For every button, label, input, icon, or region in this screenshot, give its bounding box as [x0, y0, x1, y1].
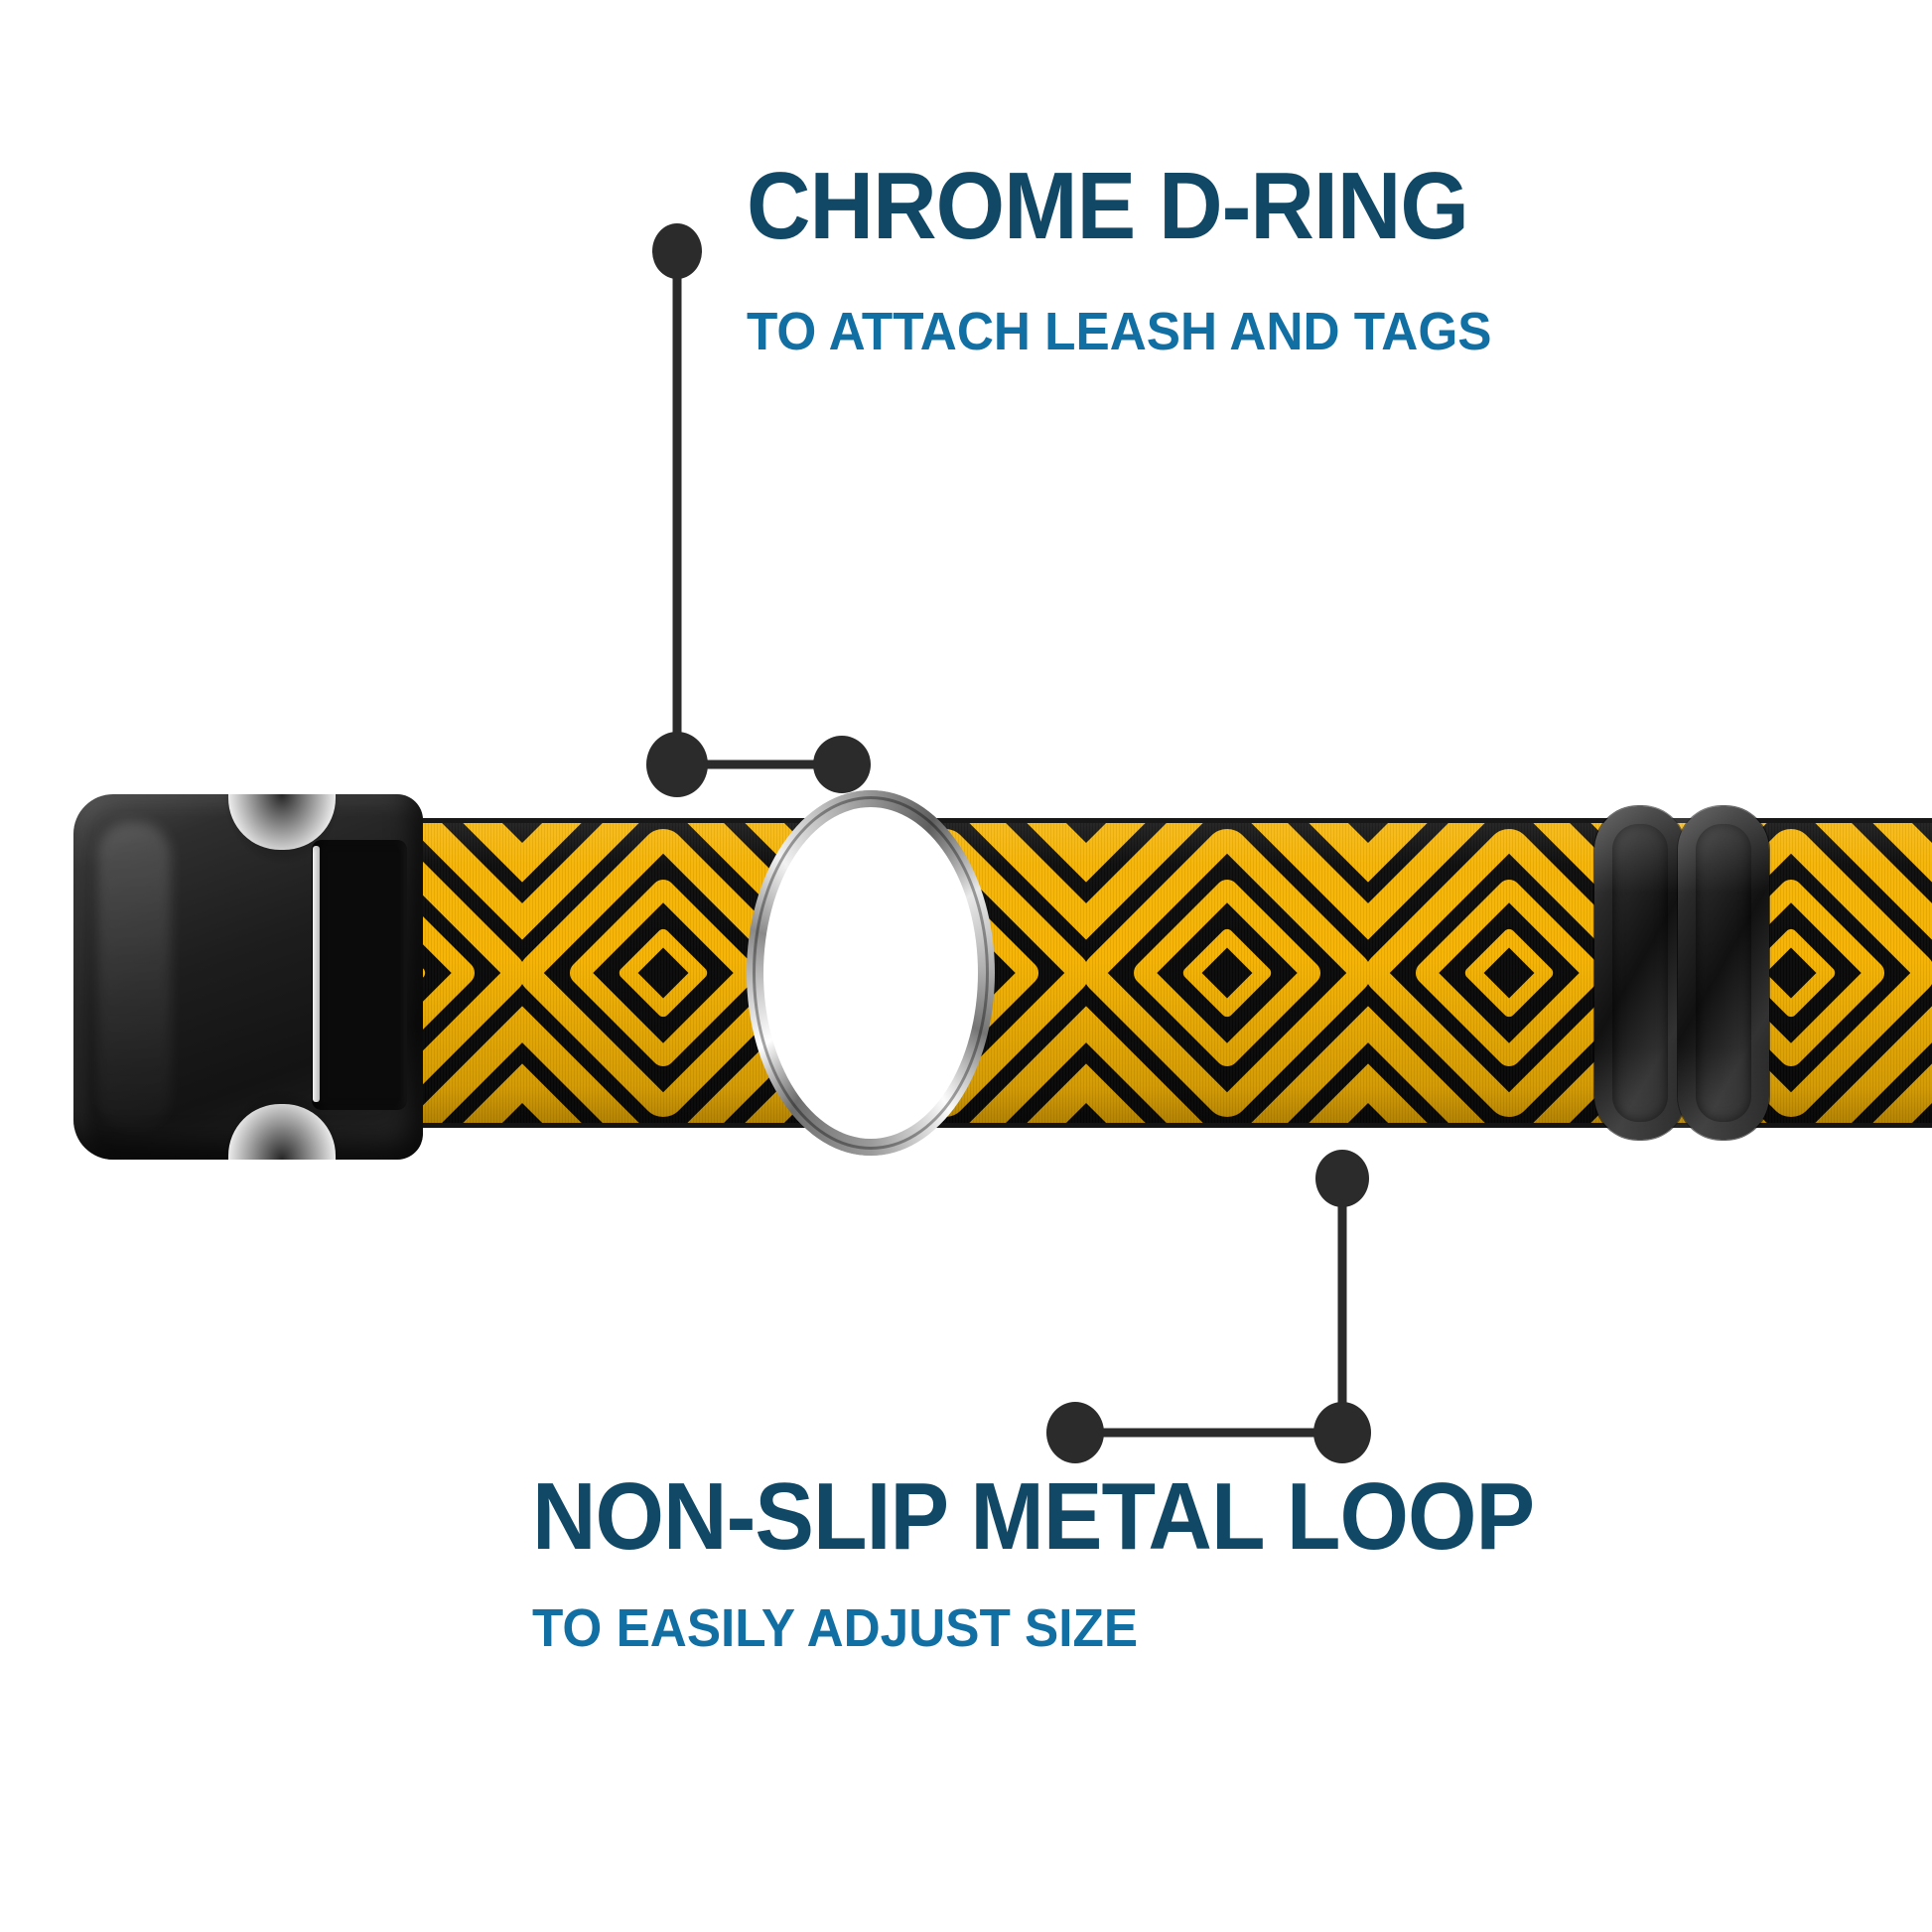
side-release-buckle — [73, 792, 423, 1162]
callout-subtitle-chrome-d-ring: TO ATTACH LEASH AND TAGS — [747, 302, 1492, 361]
callout-subtitle-non-slip-metal-loop: TO EASILY ADJUST SIZE — [532, 1598, 1139, 1658]
callout-title-non-slip-metal-loop: NON-SLIP METAL LOOP — [532, 1463, 1535, 1570]
buckle-metal-pin — [313, 846, 320, 1102]
non-slip-metal-loop-slider — [1594, 806, 1769, 1140]
buckle-webbing-slot — [312, 840, 407, 1110]
chrome-d-ring-back — [747, 790, 995, 1156]
pattern-motif — [1086, 823, 1368, 1123]
callout-title-chrome-d-ring: CHROME D-RING — [747, 153, 1469, 259]
